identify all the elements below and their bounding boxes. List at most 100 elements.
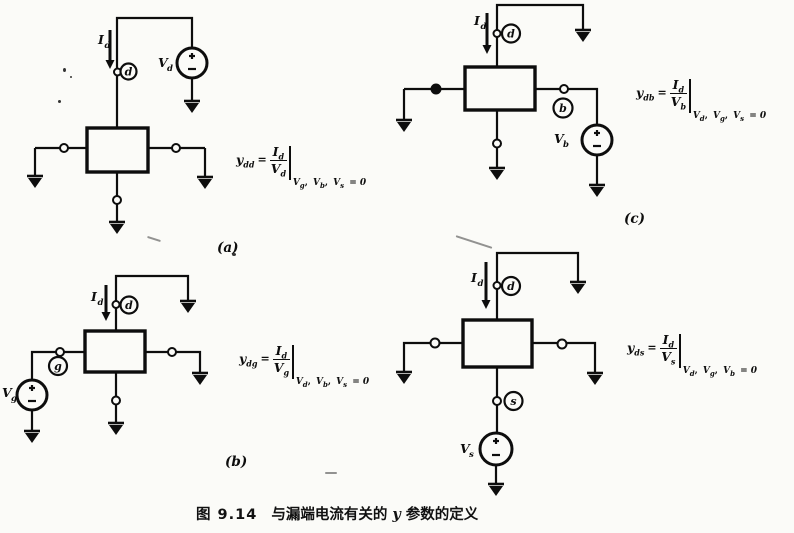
formula-fraction: Id Vg (272, 342, 291, 377)
drain-node-circle (119, 62, 138, 81)
node-terminal (55, 347, 65, 357)
ground-icon (197, 175, 213, 189)
formula-lhs: ydb (636, 84, 655, 103)
formula-conditions: Vd, Vb, Vs = 0 (295, 376, 370, 389)
source-node-letter: s (510, 395, 516, 408)
ground-icon (27, 174, 43, 188)
node-terminal (59, 143, 69, 153)
ground-icon (570, 280, 586, 294)
source-label-sub: b (563, 140, 569, 150)
ground-icon (109, 220, 125, 234)
node-terminal (112, 195, 122, 205)
right-wire (532, 341, 597, 373)
voltage-source-vd (175, 46, 209, 80)
source-label: V (460, 441, 471, 456)
right-wire (535, 87, 599, 125)
drain-node-circle (119, 295, 139, 315)
device-box (85, 126, 150, 174)
node-terminal (492, 29, 502, 38)
gate-node-circle (47, 355, 69, 377)
device-box (461, 318, 534, 369)
scan-speck (63, 68, 66, 72)
node-terminal (167, 347, 177, 357)
evaluation-bar (289, 146, 291, 180)
circuit-a: V d I d d (27, 16, 213, 234)
evaluation-bar (679, 334, 681, 368)
source-label: V (158, 55, 169, 70)
evaluation-bar (292, 345, 294, 379)
subfigure-label-b: (b) (225, 454, 248, 470)
circuit-c: V b I d d b (396, 3, 614, 197)
device-box (463, 65, 537, 112)
formula-fraction: Id Vb (669, 76, 688, 111)
current-label-sub: d (98, 298, 104, 308)
scan-smudge (325, 472, 337, 474)
caption-text-after: 参数的定义 (405, 507, 479, 523)
formula-conditions: Vd, Vg, Vs = 0 (692, 110, 767, 123)
formula-ydg: ydg = Id Vg Vd, Vb, Vs = 0 (239, 342, 370, 389)
formula-lhs: ydg (239, 350, 258, 369)
node-terminal (171, 143, 181, 153)
current-label: I (470, 270, 478, 285)
node-terminal (559, 84, 569, 94)
formula-lhs: yds (627, 339, 645, 358)
source-node-circle (503, 390, 524, 412)
formula-fraction: Id Vs (659, 331, 678, 366)
ground-icon (24, 429, 40, 443)
drain-node-circle (500, 23, 522, 44)
node-terminal (111, 300, 121, 309)
scan-speck (232, 253, 236, 256)
subfigure-label-c: (c) (624, 211, 645, 227)
caption-y-symbol: y (392, 506, 401, 523)
formula-conditions: Vd, Vg, Vb = 0 (682, 365, 758, 378)
figure-number: 图 9.14 (196, 507, 258, 523)
node-terminal (492, 281, 502, 290)
evaluation-bar (689, 79, 691, 113)
source-label-sub: s (469, 450, 474, 460)
body-node-letter: b (559, 102, 567, 115)
ground-icon (575, 28, 591, 42)
source-label-sub: d (167, 64, 173, 74)
formula-conditions: Vg, Vb, Vs = 0 (292, 177, 367, 190)
voltage-source-vs (478, 431, 514, 467)
node-terminal (492, 138, 502, 149)
source-label: V (554, 131, 565, 146)
node-terminal (429, 337, 441, 349)
ground-icon (108, 421, 124, 435)
left-wire (402, 341, 463, 372)
node-terminal (430, 83, 442, 95)
current-arrow-icon (482, 13, 492, 54)
formula-fraction: Id Vd (269, 143, 288, 178)
voltage-source-vg (15, 378, 49, 412)
caption-text-before: 与漏端电流有关的 (271, 507, 388, 523)
circuit-b: V g I d d g (2, 274, 208, 443)
body-node-circle (552, 97, 574, 119)
voltage-source-vb (580, 123, 614, 157)
ground-icon (184, 99, 200, 113)
circuit-d: V s I d d s (396, 251, 603, 496)
ground-icon (589, 183, 605, 197)
device-box (83, 329, 147, 374)
drain-node-letter: d (507, 280, 515, 293)
node-terminal (492, 396, 502, 406)
ground-icon (488, 482, 504, 496)
formula-ydd: ydd = Id Vd Vg, Vb, Vs = 0 (236, 143, 367, 190)
left-wire (30, 350, 85, 381)
ground-icon (587, 371, 603, 385)
formula-ydb: ydb = Id Vb Vd, Vg, Vs = 0 (636, 76, 767, 123)
ground-icon (180, 299, 196, 313)
figure-caption: 图 9.14 与漏端电流有关的 y 参数的定义 (196, 503, 478, 524)
current-arrow-icon (101, 285, 111, 321)
ground-icon (396, 118, 412, 132)
drain-node-letter: d (507, 28, 515, 41)
current-label-sub: d (105, 41, 111, 51)
current-label-sub: d (481, 22, 487, 32)
drain-node-circle (500, 275, 522, 297)
formula-lhs: ydd (236, 151, 255, 170)
right-wire (145, 350, 202, 373)
current-label-sub: d (478, 279, 484, 289)
subfigure-label-a: (a) (217, 240, 239, 256)
scan-speck (58, 100, 61, 103)
